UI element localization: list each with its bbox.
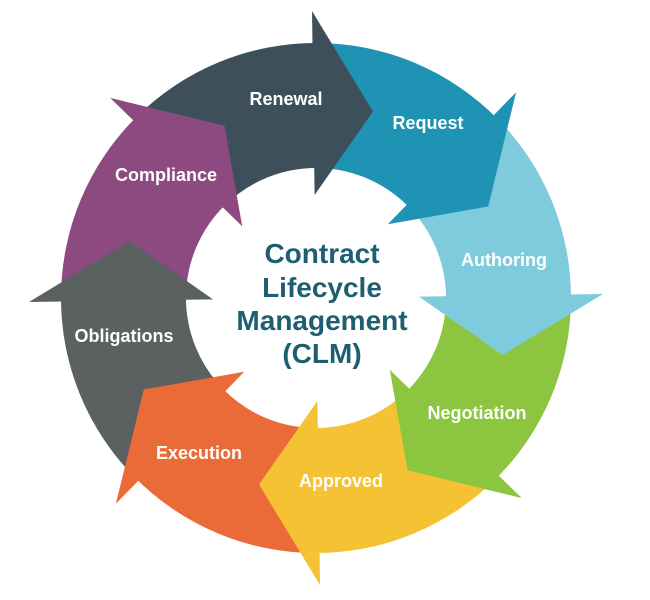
segment-label-obligations: Obligations [75,326,174,346]
segment-renewal-arrowhead [312,11,373,195]
segment-labels: Renewal Request Authoring Negotiation Ap… [75,89,547,491]
segment-negotiation-arrowhead [389,369,522,499]
segment-label-negotiation: Negotiation [428,403,527,423]
segment-compliance-body [61,115,225,298]
segment-label-renewal: Renewal [249,89,322,109]
segment-execution-body [133,389,316,553]
segment-compliance-arrowhead [110,97,243,227]
center-title: Contract Lifecycle Management (CLM) [236,238,407,369]
segment-obligations-body [60,295,225,479]
segment-authoring-body [407,117,572,301]
segment-authoring-arrowhead [419,294,603,355]
segment-bodies [60,42,572,554]
segment-request-arrowhead [387,92,517,225]
segment-renewal-body [135,42,319,207]
title-line-2: Lifecycle [262,272,382,303]
segment-label-approved: Approved [299,471,383,491]
segment-label-execution: Execution [156,443,242,463]
segment-label-authoring: Authoring [461,250,547,270]
segment-execution-arrowhead [115,371,245,504]
segment-label-compliance: Compliance [115,165,217,185]
segment-label-request: Request [392,113,463,133]
segment-request-body [316,43,499,207]
title-line-1: Contract [264,238,379,269]
segment-obligations-arrowhead [29,241,213,302]
segment-approved-arrowhead [259,401,320,585]
title-line-3: Management [236,305,407,336]
segment-arrowheads [29,11,603,585]
title-line-4: (CLM) [282,338,361,369]
segment-approved-body [313,389,497,554]
segment-negotiation-body [407,298,571,481]
